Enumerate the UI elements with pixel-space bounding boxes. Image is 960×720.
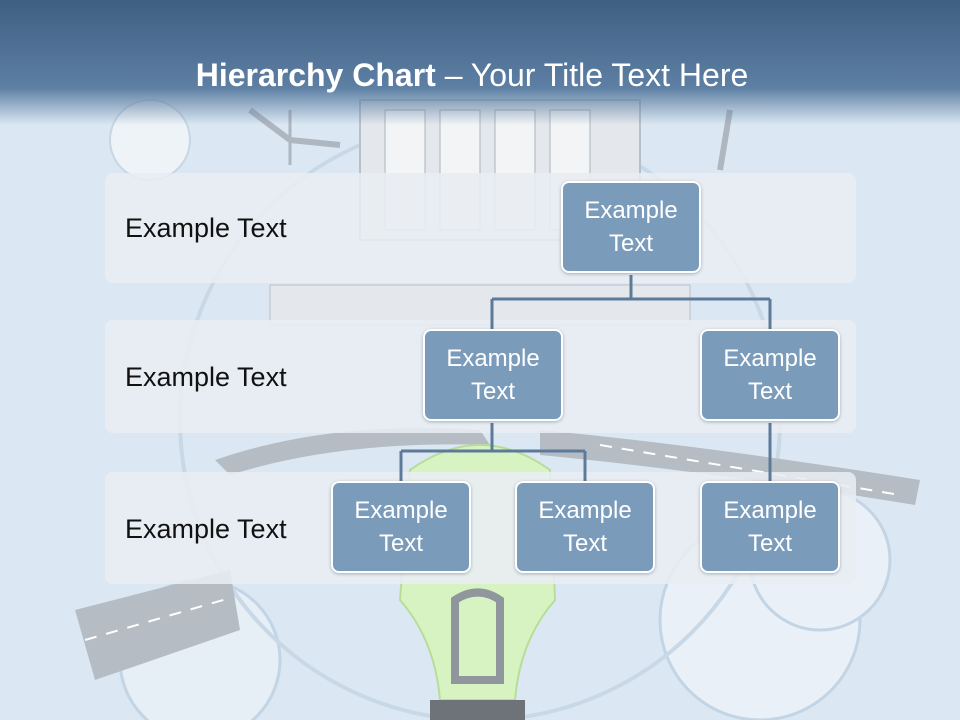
node-level3-b-line2: Text: [562, 530, 607, 557]
level-label-2: Example Text: [125, 362, 287, 392]
level-band-1: Example Text: [105, 173, 856, 283]
slide-title: Hierarchy Chart – Your Title Text Here: [0, 55, 944, 95]
node-level3-c-line2: Text: [747, 530, 792, 557]
title-rest: – Your Title Text Here: [435, 57, 749, 93]
level-label-1: Example Text: [125, 213, 287, 243]
node-level3-c-line1: Example: [723, 497, 817, 524]
title-bold: Hierarchy Chart: [195, 57, 436, 93]
node-level3-a-line2: Text: [378, 530, 423, 557]
node-level3-a-line1: Example: [354, 497, 448, 524]
node-root-line1: Example: [584, 197, 678, 224]
node-level2-left-line1: Example: [446, 345, 540, 372]
node-level2-left-line2: Text: [470, 378, 515, 405]
node-level3-b-line1: Example: [538, 497, 632, 524]
level-label-3: Example Text: [125, 514, 287, 544]
node-level2-right-line2: Text: [747, 378, 792, 405]
node-root-line2: Text: [608, 230, 653, 257]
node-level2-right-line1: Example: [723, 345, 817, 372]
title-bar: [0, 0, 960, 125]
